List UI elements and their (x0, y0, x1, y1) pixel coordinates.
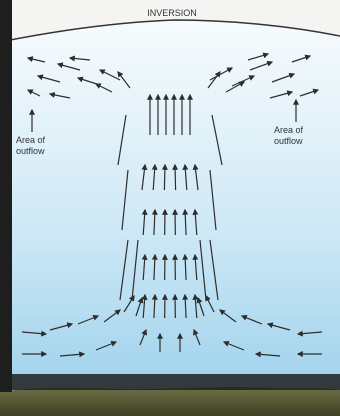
left-frame-strip (0, 0, 12, 330)
right-outflow-label-line2: outflow (274, 136, 303, 146)
updraft-arrow (175, 165, 176, 190)
left-outflow-label-line2: outflow (16, 146, 45, 156)
updraft-arrow (164, 165, 165, 190)
left-outflow-label-line1: Area of (16, 135, 46, 145)
inversion-label: INVERSION (147, 8, 197, 18)
right-outflow-label-line1: Area of (274, 125, 304, 135)
ground (0, 387, 340, 416)
bottom-frame-strip (0, 374, 340, 390)
